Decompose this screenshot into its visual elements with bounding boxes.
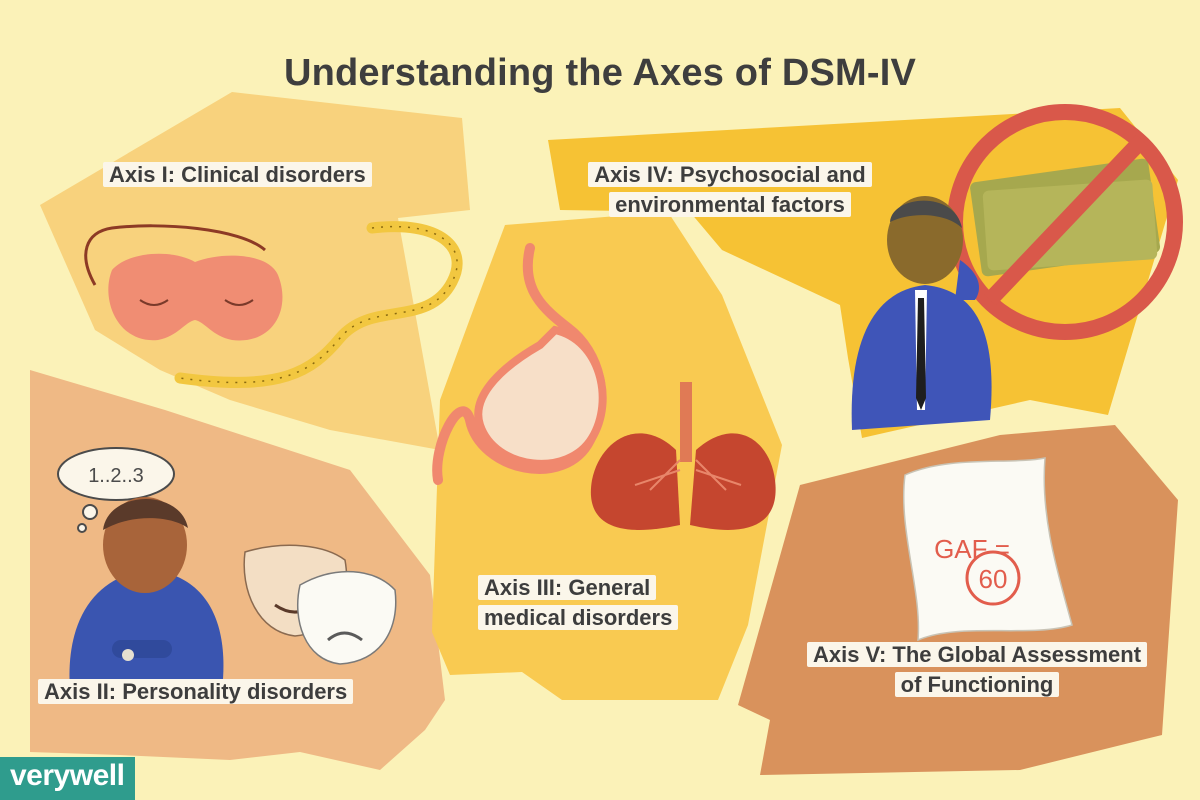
thought-bubble-icon [57,447,175,533]
page-title: Understanding the Axes of DSM-IV [283,52,917,94]
gaf-score: 60 [979,564,1008,594]
axis-3-label-line2: medical disorders [478,605,679,630]
axis-1-label-text: Axis I: Clinical disorders [103,162,372,187]
thought-bubble-text: 1..2..3 [88,465,144,487]
person-icon [69,497,224,690]
axis-4-label-line2: environmental factors [609,192,851,217]
axis-3-label: Axis III: General medical disorders [478,573,679,633]
axis-5-label-line1: Axis V: The Global Assessment [806,642,1148,667]
lungs-icon [590,382,776,530]
no-money-icon [947,104,1183,340]
axis-3-label-line1: Axis III: General [478,575,657,600]
brand-logo-text: verywell [10,759,125,792]
axis-5-label-line2: of Functioning [894,672,1060,697]
stomach-icon [432,243,607,485]
paper-icon [902,457,1073,642]
axis-2-label: Axis II: Personality disorders [38,677,354,707]
axis-4-label: Axis IV: Psychosocial and environmental … [580,160,880,220]
axis-4-label-line1: Axis IV: Psychosocial and [588,162,872,187]
axis-2-label-text: Axis II: Personality disorders [38,679,354,704]
businessman-icon [851,196,992,430]
axis-1-label: Axis I: Clinical disorders [103,160,372,190]
theater-masks-icon [243,544,397,665]
axis-5-label: Axis V: The Global Assessment of Functio… [782,640,1172,700]
gaf-label: GAF = [934,534,1010,564]
brand-logo: verywell [0,757,135,800]
measuring-tape-icon [174,221,463,389]
sleep-mask-icon [84,224,283,341]
